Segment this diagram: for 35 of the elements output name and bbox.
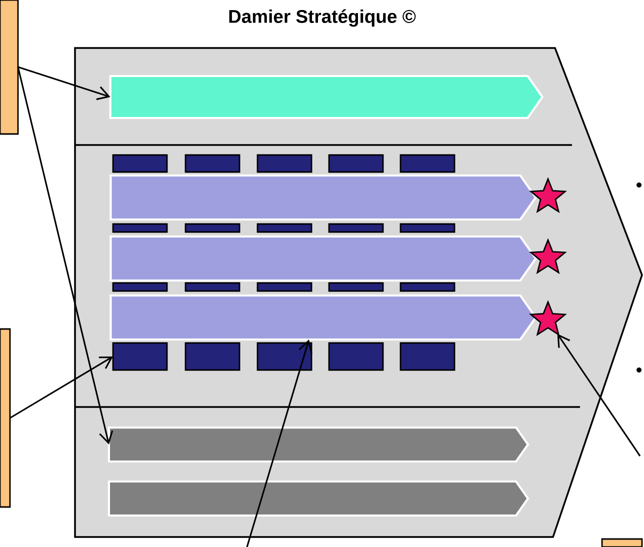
chevron-band — [110, 294, 537, 341]
square-block — [184, 342, 240, 371]
square-block — [256, 282, 312, 292]
square-block — [400, 154, 456, 173]
chevron-band — [108, 480, 530, 517]
arrow — [10, 356, 113, 419]
arrow — [17, 66, 114, 444]
note-box — [601, 538, 643, 547]
note-box — [0, 328, 11, 508]
square-block — [328, 342, 384, 371]
square-block — [184, 223, 240, 233]
chevron-band — [110, 174, 537, 221]
square-block — [256, 342, 312, 371]
square-block — [112, 282, 168, 292]
square-block — [328, 223, 384, 233]
chevron-band — [110, 235, 537, 282]
square-block — [112, 342, 168, 371]
note-box — [0, 0, 19, 135]
chevron-band — [109, 74, 544, 120]
square-block — [256, 223, 312, 233]
square-block — [400, 223, 456, 233]
arrow — [18, 66, 110, 100]
square-block — [256, 154, 312, 173]
square-block — [328, 154, 384, 173]
title: Damier Stratégique © — [229, 9, 416, 27]
square-block — [184, 154, 240, 173]
arrow — [246, 340, 312, 547]
square-block — [400, 342, 456, 371]
square-block — [328, 282, 384, 292]
square-block — [112, 154, 168, 173]
chevron-band — [108, 426, 530, 463]
square-block — [112, 223, 168, 233]
square-block — [400, 282, 456, 292]
square-block — [184, 282, 240, 292]
arrow — [557, 334, 641, 456]
